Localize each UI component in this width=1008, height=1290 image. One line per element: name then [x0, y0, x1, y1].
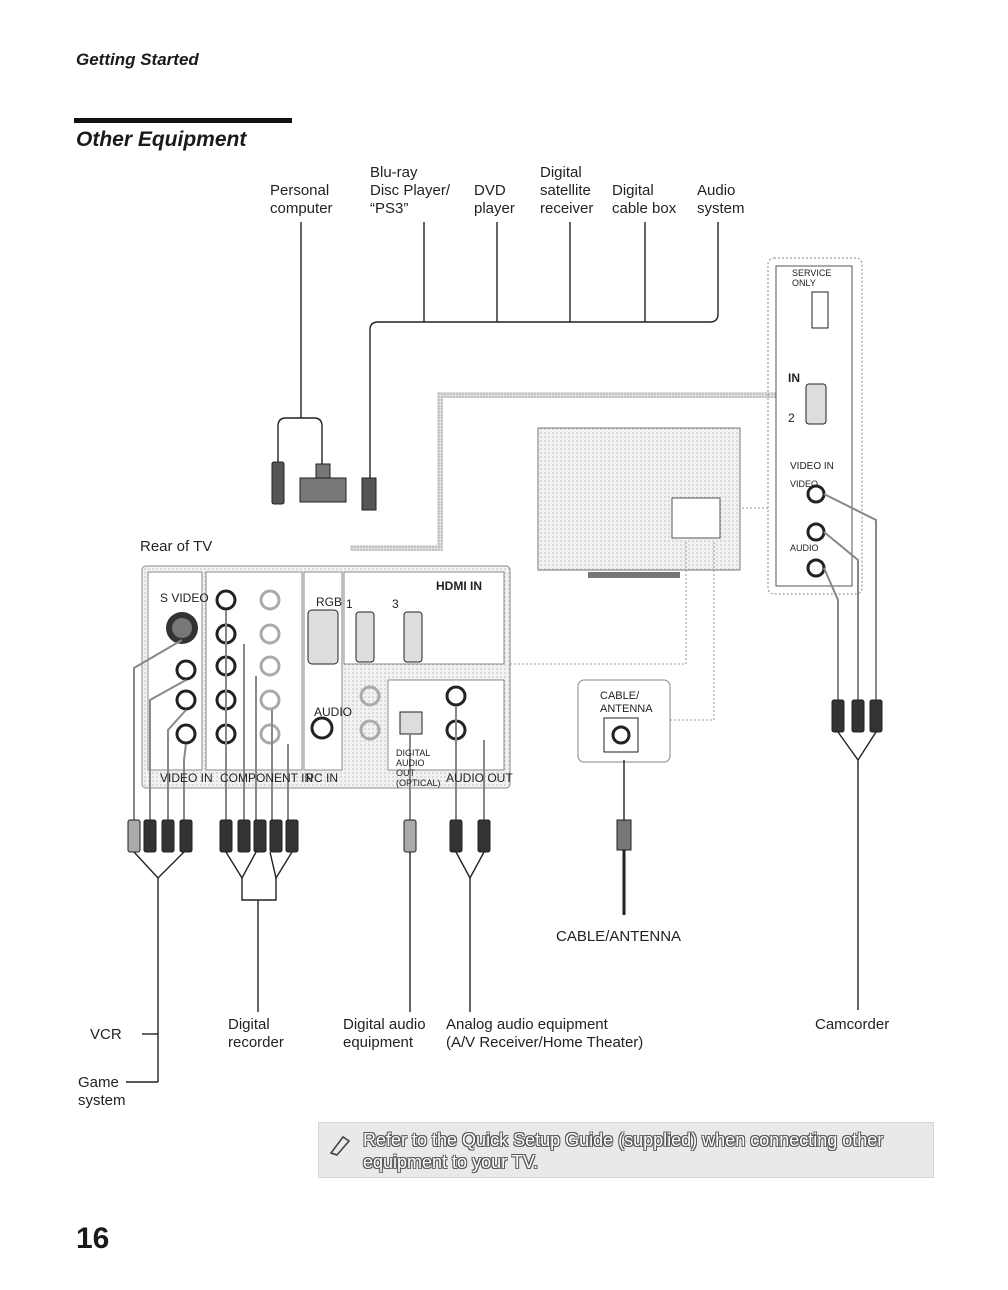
side-video-label: VIDEO	[790, 479, 819, 489]
label-digital-cable-box: Digital cable box	[612, 182, 677, 217]
page-title: Other Equipment	[76, 128, 247, 151]
pencil-note-icon	[329, 1135, 351, 1156]
label-rear-of-tv: Rear of TV	[140, 538, 213, 555]
section-header: Getting Started	[76, 50, 199, 69]
component-in-label: COMPONENT IN	[220, 771, 314, 785]
side-video-in-label: VIDEO IN	[790, 461, 834, 472]
label-bluray-ps3: Blu-ray Disc Player/ “PS3”	[370, 164, 451, 217]
label-dvd-player: DVD player	[474, 182, 515, 217]
audio-label: AUDIO	[314, 705, 353, 719]
title-rule	[74, 118, 292, 123]
rgb-label: RGB	[316, 595, 343, 609]
pc-audio-plug	[271, 461, 285, 505]
side-audio-label: AUDIO	[790, 543, 819, 553]
label-digital-audio: Digital audio equipment	[343, 1016, 426, 1051]
note-text: Refer to the Quick Setup Guide (supplied…	[363, 1130, 884, 1172]
pc-in-label: PC IN	[306, 771, 339, 785]
hdmi-port-3-label: 3	[392, 597, 399, 611]
label-cable-antenna: CABLE/ANTENNA	[556, 928, 682, 945]
cable-antenna-port-label: CABLE/ ANTENNA	[600, 690, 653, 715]
hdmi-in-label: HDMI IN	[436, 579, 482, 593]
audio-out-label: AUDIO OUT	[446, 771, 513, 785]
page-number: 16	[76, 1222, 110, 1255]
label-camcorder: Camcorder	[815, 1016, 890, 1033]
service-only-label: SERVICE ONLY	[792, 268, 832, 288]
video-in-label: VIDEO IN	[160, 771, 213, 785]
side-port-2-label: 2	[788, 411, 795, 425]
label-digital-satellite: Digital satellite receiver	[540, 164, 594, 217]
side-hdmi-in-label: IN	[788, 371, 800, 385]
label-personal-computer: Personal computer	[270, 182, 333, 217]
hdmi-port-1-label: 1	[346, 597, 353, 611]
label-analog-audio: Analog audio equipment (A/V Receiver/Hom…	[446, 1016, 644, 1051]
label-vcr: VCR	[90, 1026, 122, 1043]
label-digital-recorder: Digital recorder	[228, 1016, 284, 1051]
label-game-system: Game system	[78, 1074, 126, 1109]
note-box: Refer to the Quick Setup Guide (supplied…	[318, 1122, 934, 1178]
vga-plug	[299, 463, 347, 503]
label-audio-system: Audio system	[697, 182, 745, 217]
hdmi-plug-top	[361, 477, 377, 511]
svideo-label: S VIDEO	[160, 591, 209, 605]
digital-audio-out-label: DIGITAL AUDIO OUT (OPTICAL)	[396, 748, 441, 788]
